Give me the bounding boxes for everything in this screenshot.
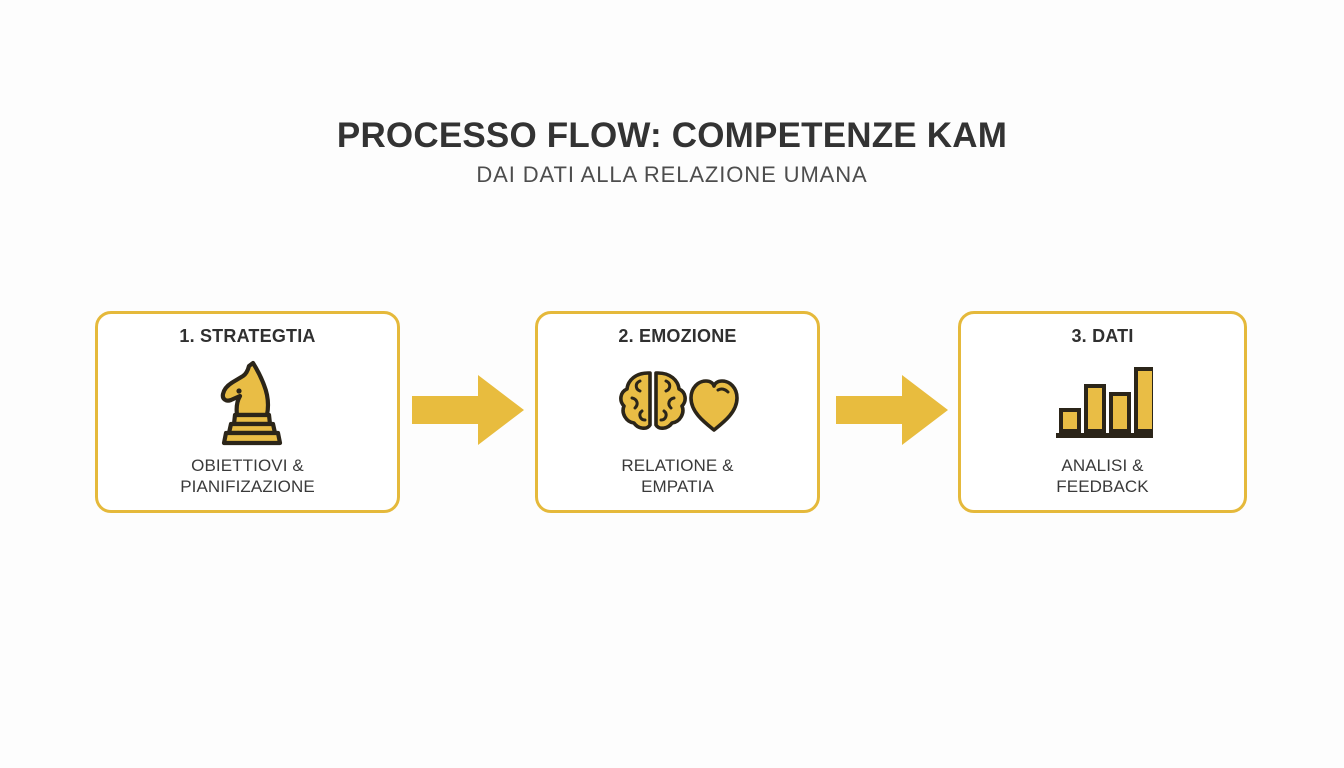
flow-step-icon-slot: [538, 347, 817, 455]
flow-step-caption: OBIETTIOVI & PIANIFIZAZIONE: [180, 455, 315, 497]
page-subtitle: DAI DATI ALLA RELAZIONE UMANA: [476, 162, 868, 188]
flow-step-card-strategia: 1. STRATEGTIA OBIETTIOVI & PIANIFIZAZION…: [95, 311, 400, 513]
chess-knight-icon: [220, 360, 282, 445]
flow-step-title: 1. STRATEGTIA: [179, 326, 316, 346]
bar-chart-icon: [1055, 366, 1153, 438]
flow-step-title: 2. EMOZIONE: [618, 326, 737, 346]
page-title: PROCESSO FLOW: COMPETENZE KAM: [336, 116, 1008, 155]
header: PROCESSO FLOW: COMPETENZE KAM DAI DATI A…: [0, 116, 1344, 188]
process-flow-diagram: 1. STRATEGTIA OBIETTIOVI & PIANIFIZAZION…: [95, 311, 1247, 513]
flow-step-caption: ANALISI & FEEDBACK: [1056, 455, 1149, 497]
arrow-right-icon: [412, 375, 524, 445]
flow-step-title: 3. DATI: [1071, 326, 1134, 346]
flow-step-caption: RELATIONE & EMPATIA: [621, 455, 734, 497]
flow-step-card-dati: 3. DATI ANALISI & FEEDBACK: [958, 311, 1247, 513]
flow-step-icon-slot: [98, 347, 397, 455]
flow-step-card-emozione: 2. EMOZIONE: [535, 311, 820, 513]
brain-heart-icon: [618, 370, 739, 432]
flow-step-icon-slot: [961, 347, 1244, 455]
arrow-right-icon: [836, 375, 948, 445]
